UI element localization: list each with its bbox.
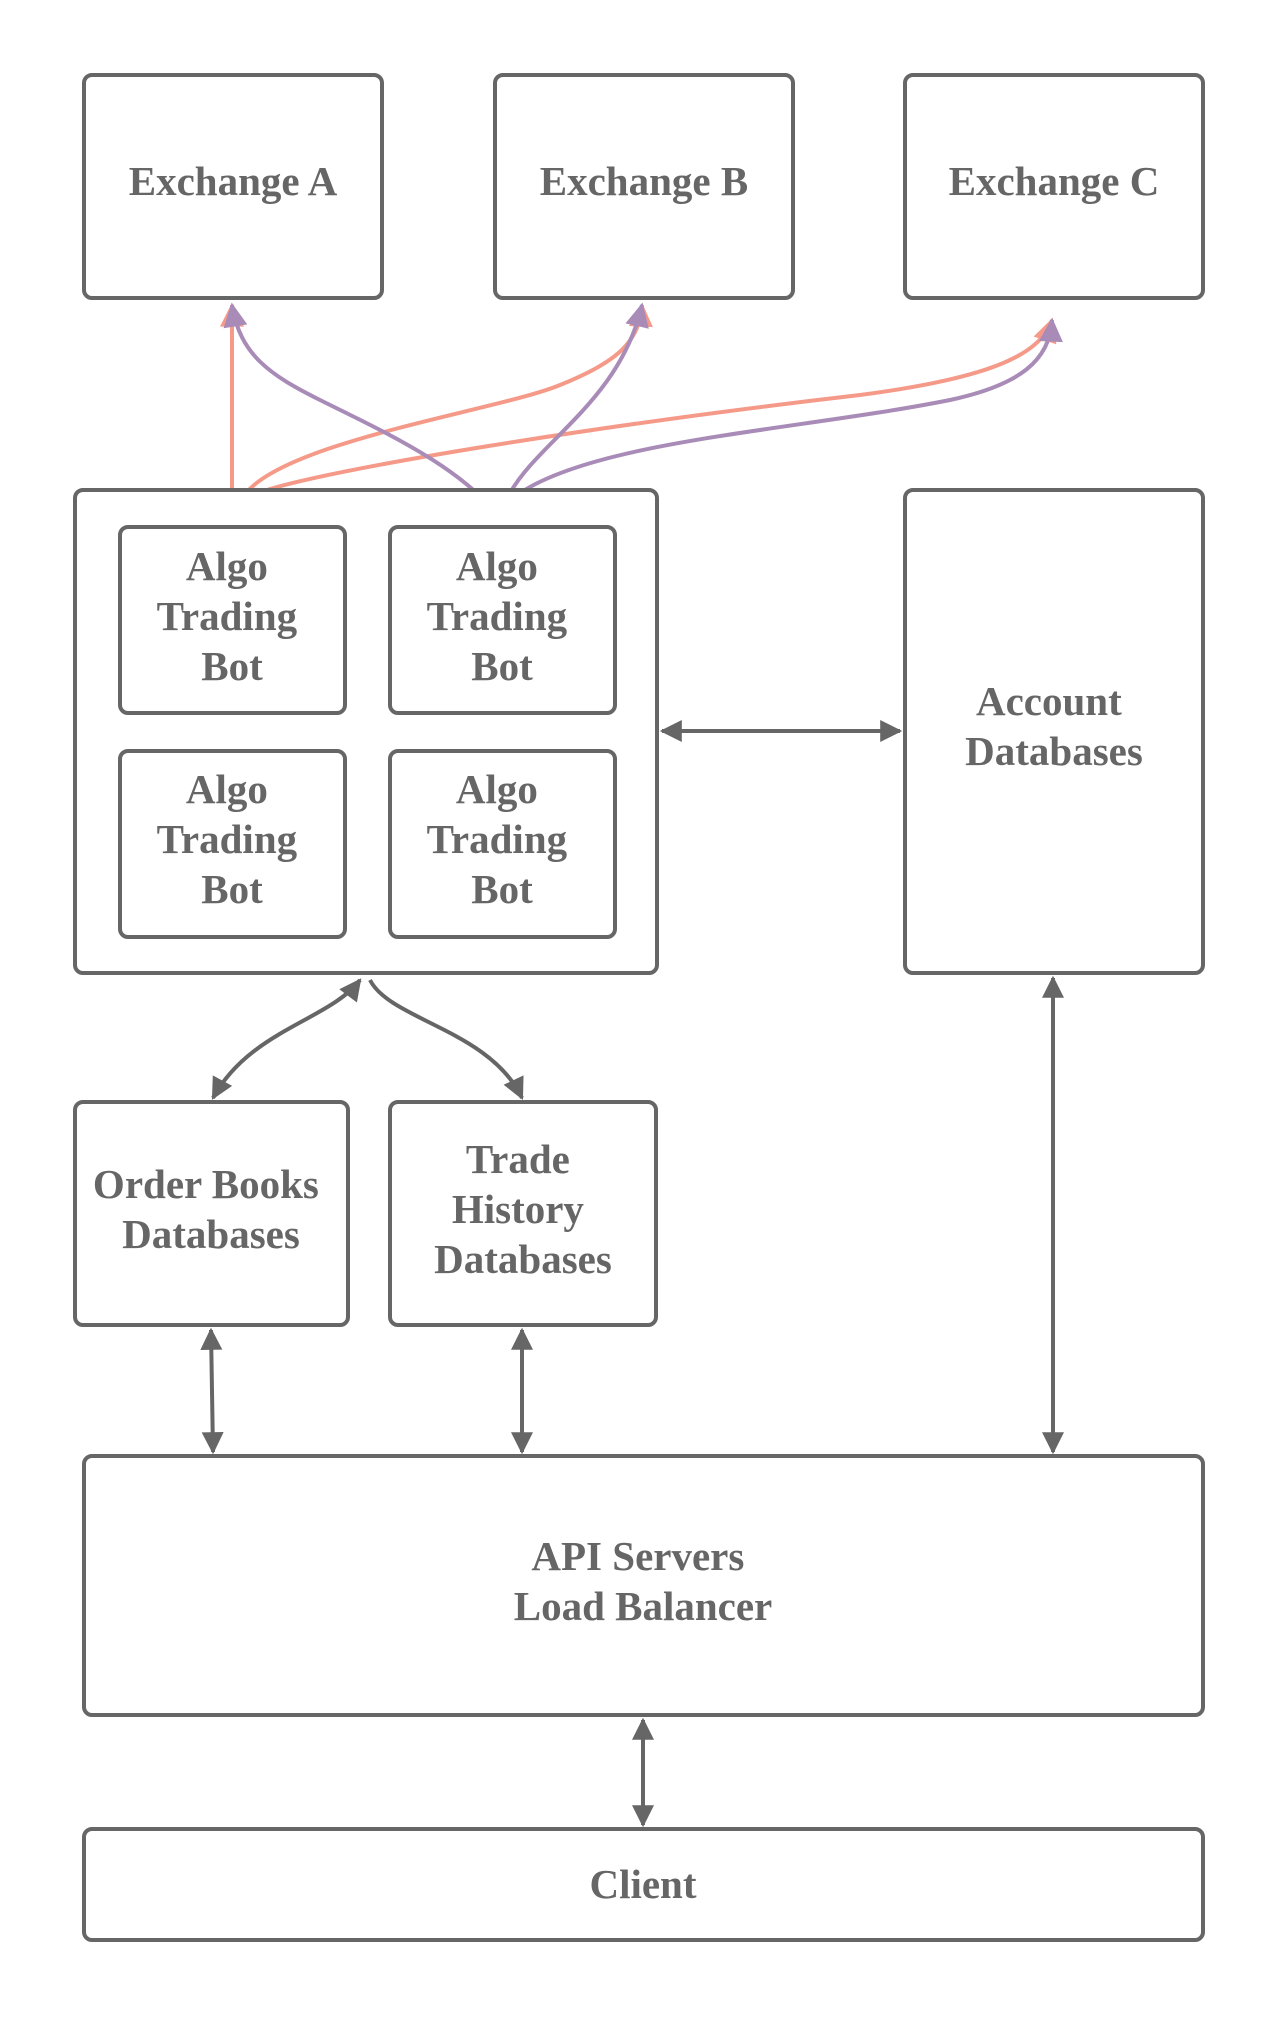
connector-bots-exchange-c-salmon <box>257 317 1057 495</box>
trade-history-databases-label: Trade History Databases <box>434 1136 612 1282</box>
algo-trading-bot-3: Algo Trading Bot <box>118 749 347 939</box>
algo-trading-bot-1: Algo Trading Bot <box>118 525 347 715</box>
exchange-a-label: Exchange A <box>129 158 338 204</box>
client-box: Client <box>82 1827 1205 1942</box>
exchange-connectors-purple <box>223 302 1063 528</box>
algo-trading-bot-2: Algo Trading Bot <box>388 525 617 715</box>
connector-bots-exchange-b-purple <box>508 302 649 494</box>
bot-2-label: Algo Trading Bot <box>427 543 578 689</box>
bot-1-label: Algo Trading Bot <box>157 543 308 689</box>
bot-3-label: Algo Trading Bot <box>157 766 308 912</box>
connector-bots-exchange-a-purple <box>223 302 506 528</box>
exchange-b-label: Exchange B <box>540 158 748 204</box>
api-servers-load-balancer-box: API Servers Load Balancer <box>82 1454 1205 1717</box>
api-servers-load-balancer-label: API Servers Load Balancer <box>514 1533 773 1629</box>
account-databases-box: Account Databases <box>903 488 1205 975</box>
connector-bots-trade-history-db <box>368 979 524 1100</box>
algo-trading-bot-4: Algo Trading Bot <box>388 749 617 939</box>
order-books-databases-label: Order Books Databases <box>93 1161 329 1257</box>
trade-history-databases-box: Trade History Databases <box>388 1100 658 1327</box>
exchange-b-box: Exchange B <box>493 73 795 300</box>
connector-bots-exchange-c-purple <box>518 317 1063 495</box>
client-label: Client <box>589 1861 696 1907</box>
order-books-databases-box: Order Books Databases <box>73 1100 350 1327</box>
gray-connectors <box>200 720 1064 1828</box>
exchange-c-box: Exchange C <box>903 73 1205 300</box>
exchange-c-label: Exchange C <box>949 158 1160 204</box>
account-databases-label: Account Databases <box>965 678 1143 774</box>
connector-bots-order-books-db <box>211 978 362 1100</box>
bot-4-label: Algo Trading Bot <box>427 766 578 912</box>
connector-order-books-api <box>200 1327 224 1455</box>
exchange-a-box: Exchange A <box>82 73 384 300</box>
